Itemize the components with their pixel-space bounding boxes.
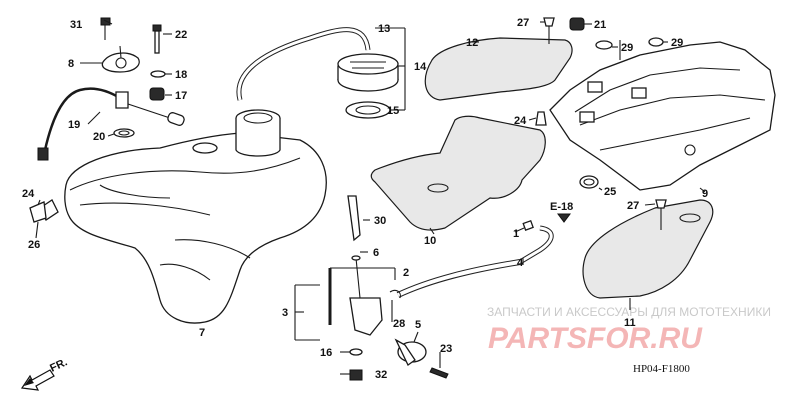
heat-shields [370,37,714,299]
callout-19: 19 [68,119,80,131]
tank-bracket [549,40,776,191]
callout-26: 26 [28,239,40,251]
fuel-valve-assembly [328,195,554,381]
watermark-brand: PARTSFOR.RU [488,322,703,355]
callout-27-top: 27 [517,17,529,29]
reference-arrow-icon [557,213,571,223]
callout-28: 28 [393,318,405,330]
callout-24-tank: 24 [22,188,35,200]
callout-8: 8 [68,58,74,70]
front-direction-label: FR. [48,356,69,374]
callout-5: 5 [415,319,421,331]
callout-31: 31 [70,19,82,31]
callout-21: 21 [594,19,606,31]
callout-25: 25 [604,186,616,198]
small-parts [29,17,667,230]
callout-32: 32 [375,369,387,381]
callout-10: 10 [424,235,436,247]
reference-label: E-18 [550,201,573,213]
leader-lines [35,19,706,375]
callout-22: 22 [175,29,187,41]
callout-17: 17 [175,90,187,102]
callout-24-bracket: 24 [514,115,527,127]
callout-29-right: 29 [671,37,683,49]
callout-18: 18 [175,69,187,81]
front-direction-arrow-icon [20,369,55,391]
callout-9: 9 [702,188,708,200]
filler-cap-assembly [236,27,399,119]
callout-6: 6 [373,247,379,259]
diagram-code: HP04-F1800 [633,363,690,375]
callout-7: 7 [199,327,205,339]
callout-4: 4 [517,257,524,269]
callout-13: 13 [378,23,390,35]
callout-12: 12 [466,37,478,49]
callout-16: 16 [320,347,332,359]
callout-1: 1 [513,228,519,240]
fuel-tank [39,109,327,324]
callout-11: 11 [624,317,636,329]
callout-15: 15 [387,105,399,117]
watermark-caption: ЗАПЧАСТИ И АКСЕССУАРЫ ДЛЯ МОТОТЕХНИКИ [487,305,771,319]
callout-23: 23 [440,343,452,355]
callout-29-left: 29 [621,42,633,54]
callout-27-bottom: 27 [627,200,639,212]
callout-3: 3 [282,307,288,319]
callout-30: 30 [374,215,386,227]
callout-14: 14 [414,61,427,73]
fuel-pump-assembly [37,17,185,161]
callout-2: 2 [403,267,409,279]
callout-20: 20 [93,131,105,143]
